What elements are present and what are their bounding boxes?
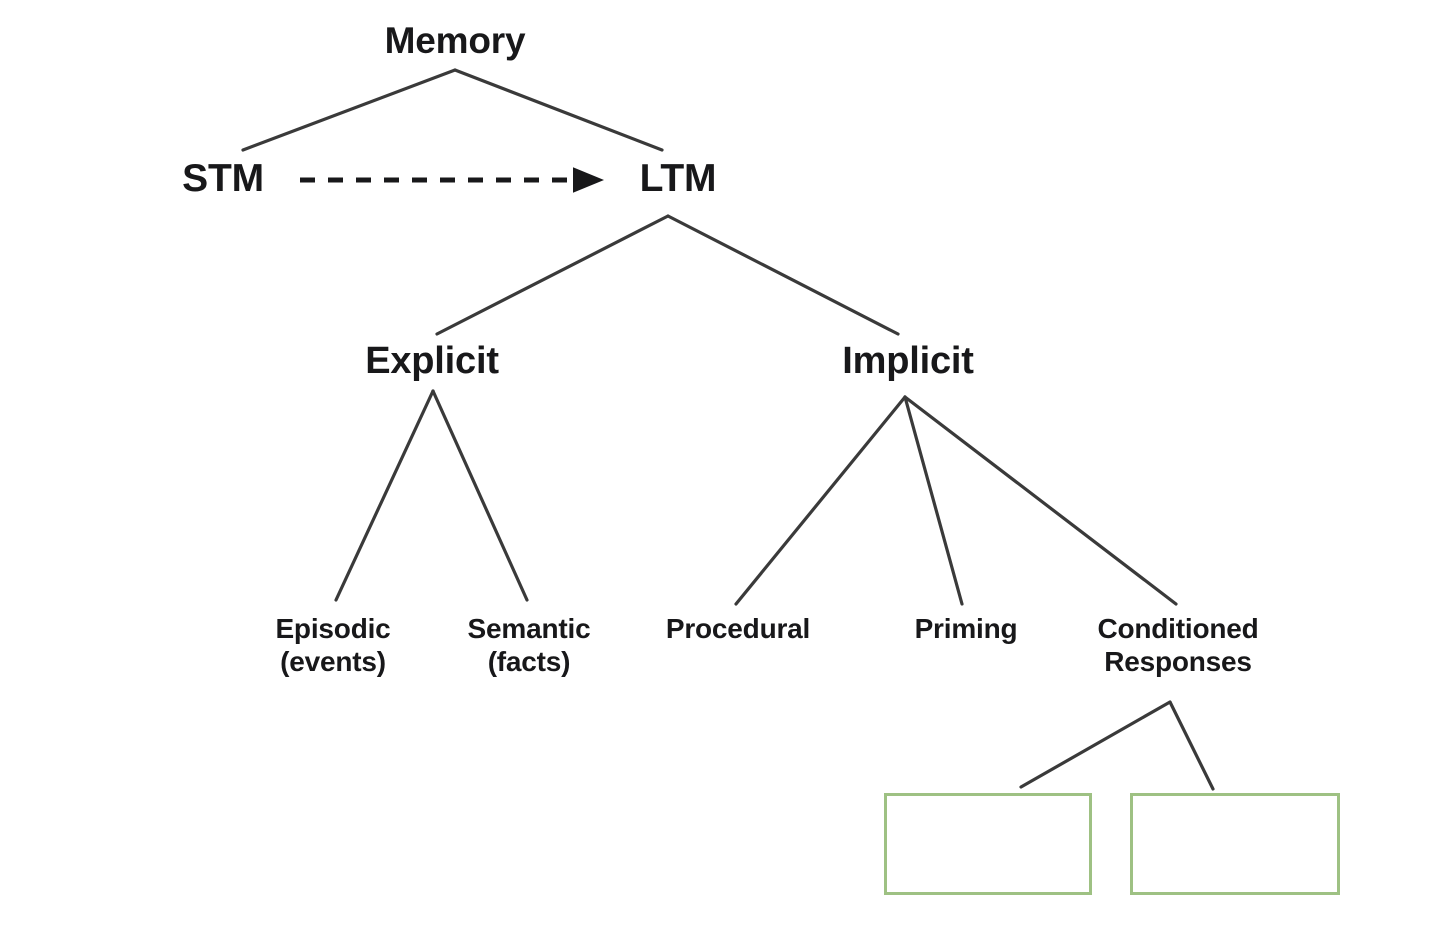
- edge-implicit-to-procedural: [734, 395, 907, 606]
- edge-ltm-to-implicit: [666, 214, 900, 336]
- empty-box-right[interactable]: [1130, 793, 1340, 895]
- edge-implicit-to-conditioned: [903, 395, 1178, 606]
- node-semantic: Semantic (facts): [467, 613, 591, 678]
- node-priming: Priming: [914, 613, 1018, 644]
- node-implicit: Implicit: [842, 340, 974, 382]
- edge-explicit-to-semantic: [431, 389, 529, 602]
- empty-box-left[interactable]: [884, 793, 1092, 895]
- edge-memory-to-stm: [241, 68, 457, 152]
- edge-memory-to-ltm: [453, 68, 664, 152]
- node-memory: Memory: [384, 20, 526, 61]
- node-explicit: Explicit: [365, 340, 499, 382]
- edge-group: [241, 68, 1215, 791]
- edge-implicit-to-priming: [903, 395, 964, 606]
- edge-ltm-to-explicit: [435, 214, 670, 336]
- edge-explicit-to-episodic: [334, 389, 435, 602]
- node-conditioned: Conditioned Responses: [1097, 613, 1259, 678]
- node-procedural: Procedural: [665, 613, 811, 644]
- edge-conditioned-to-box-right: [1168, 700, 1215, 791]
- node-episodic: Episodic (events): [275, 613, 391, 678]
- node-stm: STM: [182, 157, 264, 200]
- node-ltm: LTM: [639, 157, 717, 200]
- edge-conditioned-to-box-left: [1019, 700, 1172, 789]
